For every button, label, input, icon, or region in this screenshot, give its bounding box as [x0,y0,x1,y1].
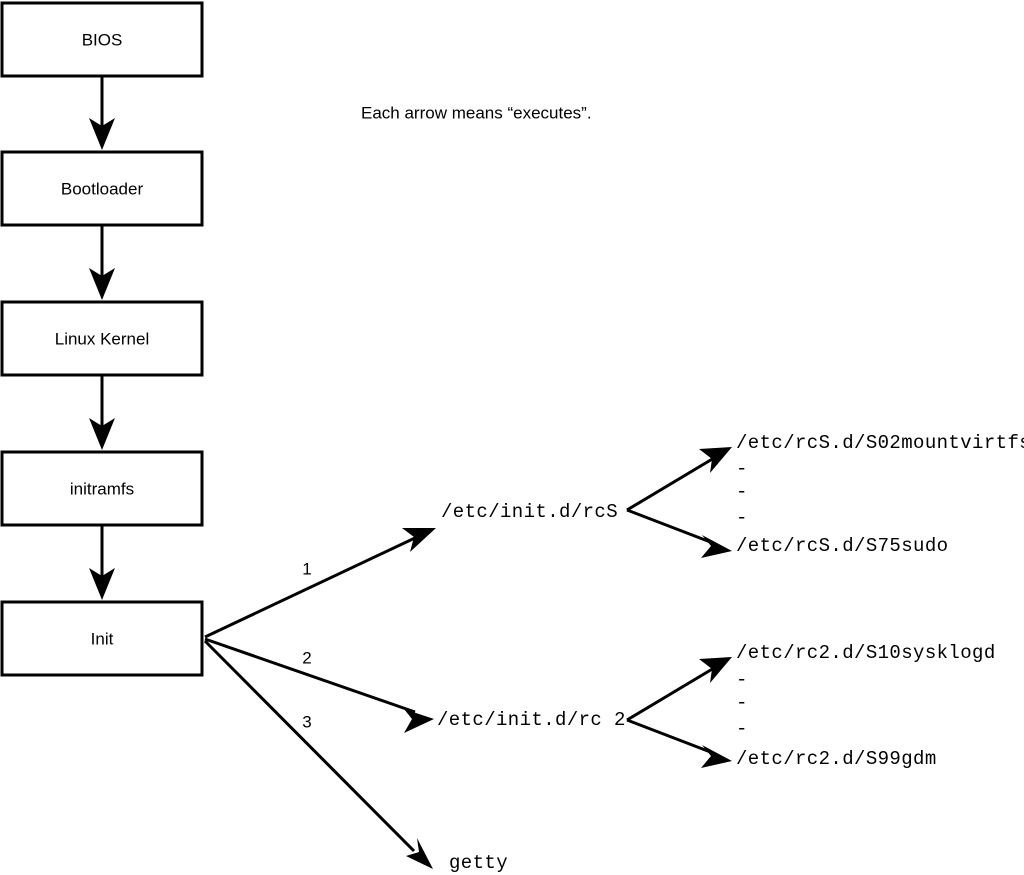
ellipsis-dash: - [736,458,747,480]
edge-init-to-rcs: 1 [204,528,436,639]
node-init-rect [0,600,204,677]
arrow-head-icon [404,709,434,733]
script-label-rc2[interactable]: /etc/init.d/rc 2 [437,709,626,731]
ellipsis-dash: - [736,481,747,503]
edge-label-3: 3 [302,712,311,731]
node-linux-kernel-rect [0,300,204,377]
arrow-head-icon [402,528,436,552]
node-linux-kernel[interactable]: Linux Kernel [0,300,204,377]
ellipsis-dash: - [736,692,747,714]
arrow-head-icon [89,268,115,300]
arrow-head-icon [699,657,732,683]
arrow-bios-to-bootloader [89,76,115,150]
node-initramfs-rect [0,450,204,527]
node-bios[interactable]: BIOS [0,1,204,78]
fanout-rcs: /etc/rcS.d/S02mountvirtfs /etc/rcS.d/S75… [626,432,1024,558]
script-label-rcs[interactable]: /etc/init.d/rcS [441,501,618,523]
arrow-shaft-upper [626,456,715,512]
arrow-bootloader-to-kernel [89,226,115,300]
arrow-head-icon [699,447,732,473]
arrow-shaft-upper [626,666,715,722]
edge-label-1: 1 [302,559,311,578]
node-bios-label: BIOS [82,30,123,49]
script-label-rcs-first[interactable]: /etc/rcS.d/S02mountvirtfs [736,432,1024,454]
ellipsis-dash: - [736,669,747,691]
script-label-rc2-first[interactable]: /etc/rc2.d/S10sysklogd [736,642,996,664]
diagram-caption: Each arrow means “executes”. [361,103,592,122]
arrow-head-icon [701,745,732,768]
arrow-head-icon [89,118,115,150]
node-bios-rect [0,1,204,78]
node-initramfs[interactable]: initramfs [0,450,204,527]
arrow-head-icon [406,838,433,869]
fanout-rc2: /etc/rc2.d/S10sysklogd /etc/rc2.d/S99gdm… [626,642,996,770]
node-linux-kernel-label: Linux Kernel [55,329,150,348]
node-bootloader-label: Bootloader [61,179,144,198]
node-init[interactable]: Init [0,600,204,677]
node-init-label: Init [91,629,114,648]
arrow-shaft-lower [626,718,714,755]
node-initramfs-label: initramfs [70,479,134,498]
arrow-head-icon [89,568,115,600]
edge-label-2: 2 [302,648,311,667]
arrow-shaft [204,637,416,714]
edge-init-to-getty: 3 [203,639,433,869]
script-label-rcs-last[interactable]: /etc/rcS.d/S75sudo [736,535,948,557]
script-label-getty[interactable]: getty [449,852,508,874]
arrow-kernel-to-initramfs [89,376,115,450]
ellipsis-dash: - [736,718,747,740]
arrow-shaft [203,639,416,853]
edge-init-to-rc2: 2 [204,637,434,733]
ellipsis-dash: - [736,507,747,529]
arrow-initramfs-to-init [89,526,115,600]
arrow-shaft [204,535,418,639]
node-bootloader[interactable]: Bootloader [0,150,204,227]
script-label-rc2-last[interactable]: /etc/rc2.d/S99gdm [736,748,937,770]
node-bootloader-rect [0,150,204,227]
arrow-head-icon [89,418,115,450]
arrow-head-icon [701,535,732,558]
arrow-shaft-lower [626,508,714,545]
